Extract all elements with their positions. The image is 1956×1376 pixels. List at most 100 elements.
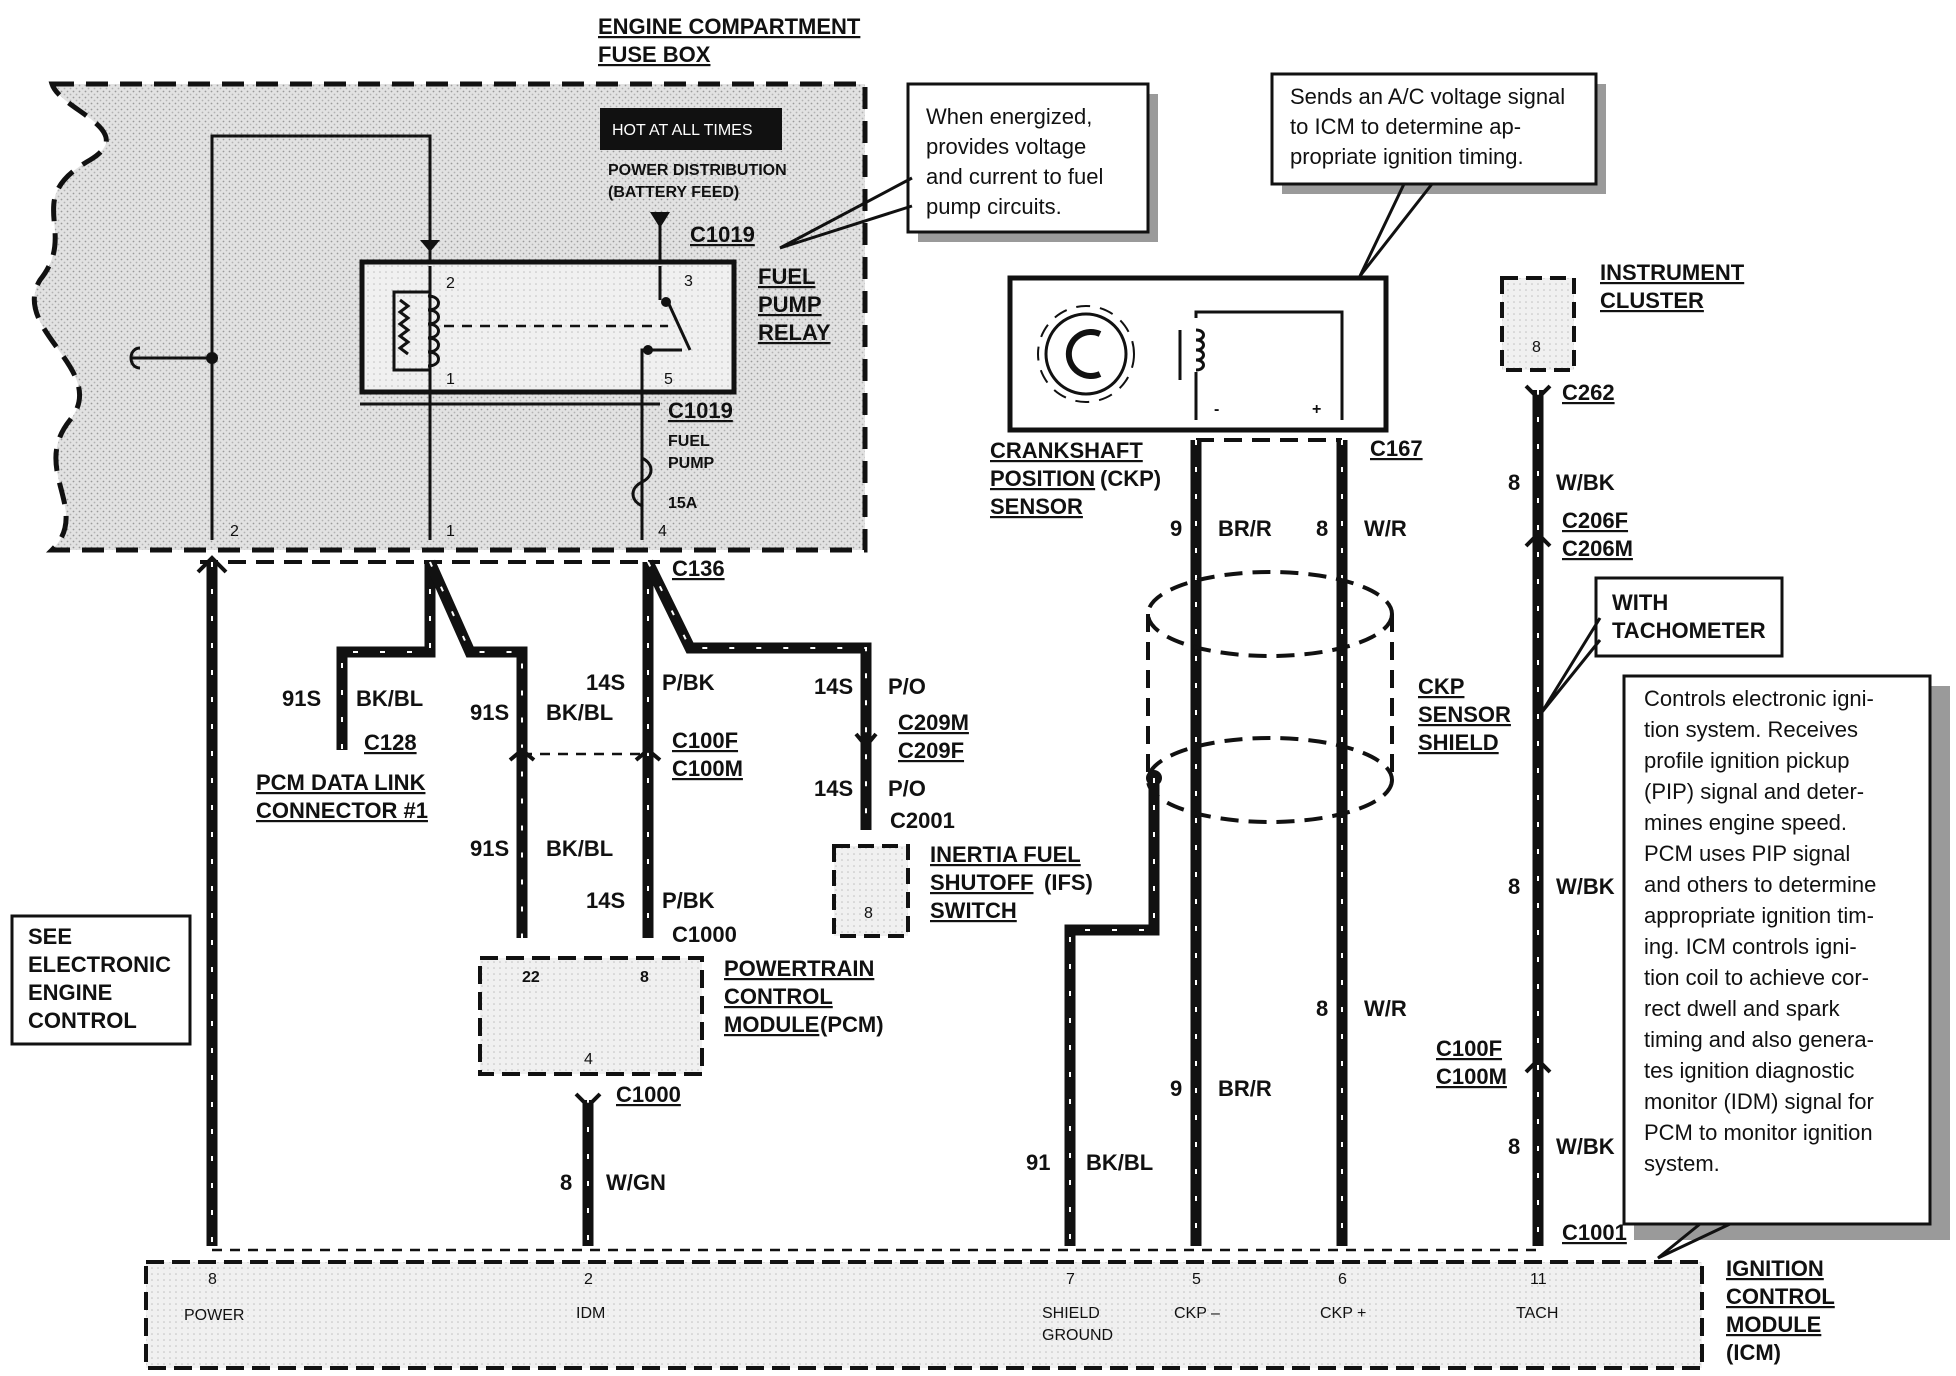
fuse-box-out-pin-1: 1	[446, 523, 455, 540]
icm-label-4: (ICM)	[1726, 1340, 1781, 1365]
ckp-plus-wire: 8 W/R 8 W/R	[1316, 440, 1407, 1246]
c100-connector-cap-a	[508, 747, 536, 762]
ckp-minus-color: BR/R	[1218, 516, 1272, 541]
pcm-label-2: CONTROL	[724, 984, 833, 1009]
tach-wire: 8 W/BK C206F C206M 8 W/BK C100F C100M 8 …	[1436, 384, 1633, 1246]
pcm-box	[478, 956, 704, 1076]
relay-pin-1: 1	[446, 371, 455, 388]
icm-note-line-7: and others to determine	[1644, 872, 1876, 897]
ckp-minus-color-2: BR/R	[1218, 1076, 1272, 1101]
pcm-branch-color-a2: BK/BL	[546, 836, 613, 861]
relay-note-line-2: provides voltage	[926, 134, 1086, 159]
instrument-cluster-label-2: CLUSTER	[1600, 288, 1704, 313]
icm-note: Controls electronic igni- tion system. R…	[1622, 674, 1950, 1260]
icm-note-line-10: tion coil to achieve cor-	[1644, 965, 1869, 990]
tach-color-1: W/BK	[1556, 470, 1615, 495]
c206m-label: C206M	[1562, 536, 1633, 561]
with-tachometer-note: WITH TACHOMETER	[1540, 576, 1784, 713]
c209m-label: C209M	[898, 710, 969, 735]
c206-connector-cap	[1524, 531, 1552, 548]
c206f-label: C206F	[1562, 508, 1628, 533]
fuse-box-internal-wire-left	[210, 134, 432, 540]
c1001-label: C1001	[1562, 1220, 1627, 1245]
shield-label-3: SHIELD	[1418, 730, 1499, 755]
instrument-cluster-box	[1500, 276, 1576, 372]
idm-wire: C1000 8 W/GN	[560, 1082, 681, 1246]
icm-note-line-6: PCM uses PIP signal	[1644, 841, 1850, 866]
pcm-data-link-label-2: CONNECTOR #1	[256, 798, 428, 823]
ckp-note-line-3: propriate ignition timing.	[1290, 144, 1524, 169]
icm-pin-ckpm-name: CKP –	[1174, 1305, 1220, 1322]
instrument-cluster-pin: 8	[1532, 339, 1541, 356]
fuel-pump-fuse-label-1: FUEL	[668, 433, 710, 450]
pcm-data-link-label-1: PCM DATA LINK	[256, 770, 426, 795]
fuel-pump-relay-label-1: FUEL	[758, 264, 815, 289]
shield-ground-color: BK/BL	[1086, 1150, 1153, 1175]
fuel-pump-fuse-label-2: PUMP	[668, 455, 715, 472]
pcm-pin-8: 8	[640, 969, 649, 986]
relay-note-pointer	[779, 176, 913, 250]
relay-winding-icon	[427, 294, 440, 368]
fuse-box: ENGINE COMPARTMENT FUSE BOX HOT AT ALL T…	[31, 14, 868, 553]
ckp-note-line-1: Sends an A/C voltage signal	[1290, 84, 1565, 109]
ckp-label-2-suffix: (CKP)	[1100, 466, 1161, 491]
inertia-switch-box	[832, 844, 910, 938]
tach-circuit-3: 8	[1508, 1134, 1520, 1159]
c1019-bottom-label: C1019	[668, 398, 733, 423]
pcm-label-3: MODULE	[724, 1012, 819, 1037]
c262-connector-cap	[1524, 384, 1552, 401]
ckp-plus-color-2: W/R	[1364, 996, 1407, 1021]
c100m-label: C100M	[672, 756, 743, 781]
ckp-note-box	[1270, 72, 1598, 186]
power-wire	[196, 555, 228, 1246]
icm-pin-shield-name-2: GROUND	[1042, 1327, 1113, 1344]
ckp-note: Sends an A/C voltage signal to ICM to de…	[1270, 72, 1606, 277]
hot-at-all-times-badge	[600, 108, 782, 150]
c209f-label: C209F	[898, 738, 964, 763]
pcm-branch-color-b: P/BK	[662, 670, 715, 695]
icm-pin-ckpp-name: CKP +	[1320, 1305, 1366, 1322]
shield-top-ring	[1146, 570, 1394, 658]
icm-pin-tach-name: TACH	[1516, 1305, 1558, 1322]
idm-color: W/GN	[606, 1170, 666, 1195]
ckp-minus-label: -	[1214, 401, 1219, 418]
pcm-label-suffix: (PCM)	[820, 1012, 884, 1037]
battery-feed-arrow	[650, 212, 670, 228]
ground-hook-icon	[129, 346, 141, 370]
see-eec-line-4: CONTROL	[28, 1008, 137, 1033]
instrument-cluster: 8 INSTRUMENT CLUSTER C262	[1500, 260, 1745, 405]
shield-label-1: CKP	[1418, 674, 1464, 699]
icm-note-line-2: tion system. Receives	[1644, 717, 1858, 742]
ckp-plus-label: +	[1312, 401, 1321, 418]
inertia-circuit-1: 14S	[814, 674, 853, 699]
ckp-note-line-2: to ICM to determine ap-	[1290, 114, 1521, 139]
see-eec-line-1: SEE	[28, 924, 72, 949]
tach-color-3: W/BK	[1556, 1134, 1615, 1159]
relay-contact-dot-2	[643, 345, 653, 355]
ckp-label-1: CRANKSHAFT	[990, 438, 1143, 463]
relay-pin2-arrow	[420, 240, 440, 252]
relay-note: When energized, provides voltage and cur…	[779, 82, 1158, 250]
pcm-branch-circuit-a2: 91S	[470, 836, 509, 861]
icm-note-line-1: Controls electronic igni-	[1644, 686, 1874, 711]
idm-circuit: 8	[560, 1170, 572, 1195]
relay-note-box	[906, 82, 1150, 234]
see-eec-line-3: ENGINE	[28, 980, 112, 1005]
icm-pin-power-name: POWER	[184, 1307, 244, 1324]
icm-pin-ckpm: 5	[1192, 1271, 1201, 1288]
see-eec-line-2: ELECTRONIC	[28, 952, 171, 977]
icm-label-3: MODULE	[1726, 1312, 1821, 1337]
fuel-pump-relay-label-2: PUMP	[758, 292, 822, 317]
icm-note-pointer	[1657, 1222, 1731, 1260]
c262-label: C262	[1562, 380, 1615, 405]
inertia-switch-pin: 8	[864, 905, 873, 922]
inertia-switch-group: 14S P/O C209M C209F 14S P/O C2001 8 INER…	[814, 674, 1093, 938]
pcm-pin-22: 22	[522, 969, 540, 986]
c2001-label: C2001	[890, 808, 955, 833]
icm-note-line-14: monitor (IDM) signal for	[1644, 1089, 1874, 1114]
c100-connector-cap-b	[634, 747, 662, 762]
pcm-pin-4: 4	[584, 1051, 593, 1068]
power-wire-connector-cap	[196, 555, 228, 574]
icm-label-1: IGNITION	[1726, 1256, 1824, 1281]
icm-label-2: CONTROL	[1726, 1284, 1835, 1309]
